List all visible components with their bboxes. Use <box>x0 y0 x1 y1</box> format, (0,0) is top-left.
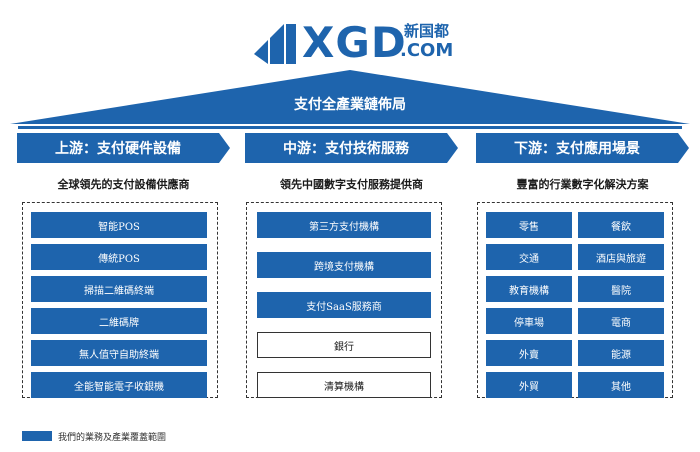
list-item: 其他 <box>578 372 664 398</box>
list-item: 無人值守自助終端 <box>31 340 207 366</box>
roof-shape <box>10 70 690 129</box>
roof-title: 支付全產業鏈佈局 <box>294 97 406 113</box>
upstream-subtitle: 全球領先的支付設備供應商 <box>57 178 190 191</box>
downstream-header: 下游：支付應用場景 <box>514 141 640 157</box>
list-item: 零售 <box>486 212 572 238</box>
upstream-header: 上游：支付硬件設備 <box>55 141 181 157</box>
list-item: 智能POS <box>31 212 207 238</box>
midstream-box: 第三方支付機構 跨境支付機構 支付SaaS服務商 銀行 清算機構 <box>246 202 442 398</box>
logo-chinese-name: 新国都 <box>404 22 450 40</box>
list-item: 二維碼牌 <box>31 308 207 334</box>
list-item: 第三方支付機構 <box>257 212 431 238</box>
list-item-outline: 清算機構 <box>257 372 431 398</box>
midstream-header-banner <box>245 133 458 163</box>
xgd-logo-icon <box>254 24 296 64</box>
midstream-header: 中游：支付技術服務 <box>283 141 409 157</box>
downstream-box: 零售 交通 教育機構 停車場 外賣 外貿 餐飲 酒店與旅遊 醫院 電商 能源 其… <box>477 202 673 398</box>
list-item-outline: 銀行 <box>257 332 431 358</box>
list-item: 餐飲 <box>578 212 664 238</box>
list-item: 掃描二維碼終端 <box>31 276 207 302</box>
logo-wordmark: XGD <box>302 18 407 67</box>
midstream-subtitle: 領先中國數字支付服務提供商 <box>280 178 423 191</box>
list-item: 傳統POS <box>31 244 207 270</box>
list-item: 跨境支付機構 <box>257 252 431 278</box>
downstream-header-banner <box>476 133 689 163</box>
list-item: 支付SaaS服務商 <box>257 292 431 318</box>
list-item: 全能智能電子收銀機 <box>31 372 207 398</box>
legend-label: 我們的業務及產業覆蓋範圍 <box>58 433 167 443</box>
legend-swatch <box>22 431 52 441</box>
list-item: 教育機構 <box>486 276 572 302</box>
logo-domain: .COM <box>400 40 454 61</box>
downstream-subtitle: 豐富的行業數字化解決方案 <box>516 178 649 191</box>
list-item: 交通 <box>486 244 572 270</box>
list-item: 外賣 <box>486 340 572 366</box>
list-item: 外貿 <box>486 372 572 398</box>
list-item: 能源 <box>578 340 664 366</box>
list-item: 電商 <box>578 308 664 334</box>
list-item: 醫院 <box>578 276 664 302</box>
list-item: 酒店與旅遊 <box>578 244 664 270</box>
list-item: 停車場 <box>486 308 572 334</box>
upstream-header-banner <box>17 133 230 163</box>
upstream-box: 智能POS 傳統POS 掃描二維碼終端 二維碼牌 無人值守自助終端 全能智能電子… <box>22 202 218 398</box>
